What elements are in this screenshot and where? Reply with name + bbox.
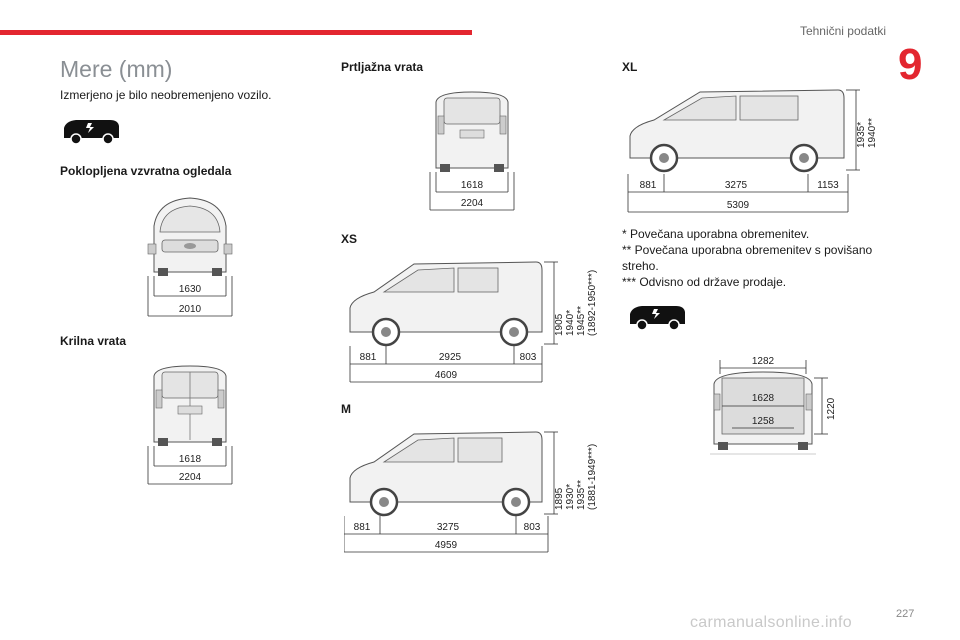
watermark: carmanualsonline.info (690, 614, 852, 631)
xs-height-1: 1905 (554, 313, 565, 336)
footnote-3: *** Odvisno od države prodaje. (622, 275, 787, 289)
m-height-3: 1935** (576, 480, 587, 510)
van-icon (630, 306, 685, 331)
footnotes: * Povečana uporabna obremenitev. ** Pove… (622, 226, 890, 290)
chapter-number: 9 (898, 40, 923, 89)
m-rear-overhang: 803 (524, 522, 541, 533)
xl-label: XL (622, 60, 638, 74)
xl-side-diagram: 1935* 1940** 881 3275 1153 5309 (627, 89, 878, 213)
wing-doors-diagram: 1618 2204 (147, 365, 233, 485)
svg-text:1895 1930* 1935**: 1895 1930* 1935** (1881-1949***) (554, 444, 598, 510)
cargo-middle-width: 1628 (752, 393, 775, 404)
cargo-height: 1220 (826, 397, 837, 420)
m-wheelbase: 3275 (437, 522, 460, 533)
m-height-2: 1930* (565, 484, 576, 510)
xs-height-3: 1945** (576, 306, 587, 336)
m-height-4: (1881-1949***) (587, 444, 598, 510)
front-view-label: Poklopljena vzvratna ogledala (60, 164, 232, 178)
front-inner-width: 1630 (179, 284, 202, 295)
m-label: M (341, 402, 351, 416)
page-title: Mere (mm) (60, 56, 173, 82)
xl-wheelbase: 3275 (725, 180, 748, 191)
tailgate-inner-width: 1618 (461, 180, 484, 191)
wing-outer-width: 2204 (179, 472, 202, 483)
wing-doors-label: Krilna vrata (60, 334, 127, 348)
cargo-top-width: 1282 (752, 356, 775, 367)
xs-height-4: (1892-1950***) (587, 270, 598, 336)
svg-text:1935* 1940**: 1935* 1940** (856, 118, 878, 148)
m-height-1: 1895 (554, 487, 565, 510)
xl-height-1: 1935* (856, 122, 867, 148)
tailgate-outer-width: 2204 (461, 198, 484, 209)
tailgate-diagram: 1618 2204 (429, 91, 515, 211)
intro-text: Izmerjeno je bilo neobremenjeno vozilo. (60, 88, 272, 102)
xl-rear-overhang: 1153 (817, 180, 839, 191)
m-total-length: 4959 (435, 540, 458, 551)
page-number: 227 (896, 608, 915, 620)
xs-label: XS (341, 232, 358, 246)
xs-wheelbase: 2925 (439, 352, 462, 363)
header-section-title: Tehnični podatki (799, 24, 886, 38)
xs-height-2: 1940* (565, 310, 576, 336)
xl-total-length: 5309 (727, 200, 750, 211)
xs-rear-overhang: 803 (520, 352, 537, 363)
svg-text:1905 1940* 1945**: 1905 1940* 1945** (1892-1950***) (554, 270, 598, 336)
m-front-overhang: 881 (354, 522, 371, 533)
xs-total-length: 4609 (435, 370, 458, 381)
xs-side-diagram: 1905 1940* 1945** (1892-1950***) 881 292… (349, 261, 598, 383)
tailgate-label: Prtljažna vrata (341, 60, 424, 74)
footnote-1: * Povečana uporabna obremenitev. (622, 227, 810, 241)
header-accent-bar (0, 30, 472, 35)
cargo-bottom-width: 1258 (752, 416, 775, 427)
footnote-2: ** Povečana uporabna obremenitev s poviš… (622, 243, 873, 273)
van-icon (64, 120, 119, 145)
xl-height-2: 1940** (867, 118, 878, 148)
front-outer-width: 2010 (179, 304, 202, 315)
front-view-diagram: 1630 2010 (147, 197, 233, 317)
xs-front-overhang: 881 (360, 352, 377, 363)
wing-inner-width: 1618 (179, 454, 202, 465)
xl-front-overhang: 881 (640, 180, 657, 191)
m-side-diagram: 1895 1930* 1935** (1881-1949***) 881 327… (344, 431, 598, 553)
cargo-dimensions-diagram: 1282 1628 1258 1220 (710, 356, 837, 455)
